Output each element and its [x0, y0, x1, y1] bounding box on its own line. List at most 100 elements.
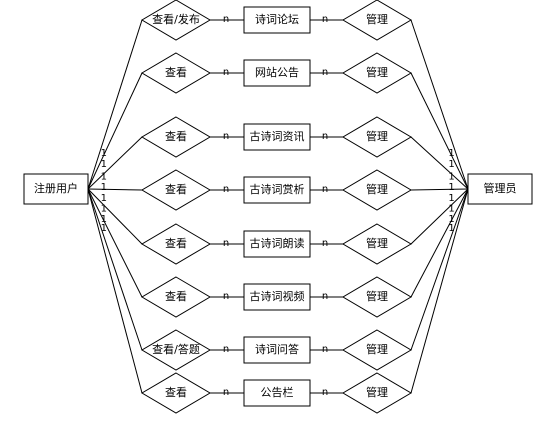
relation-user-1-label: 查看/发布	[152, 12, 200, 26]
edge-user-to-relation-5	[87, 188, 143, 245]
card-user-2: 1	[101, 159, 107, 170]
entity-2-shape	[243, 59, 311, 87]
card-user-7: 1	[101, 214, 107, 225]
edge-manage-to-admin-4	[410, 188, 469, 191]
relation-manage-6: 管理	[342, 276, 412, 318]
card-relation-n-2: n	[223, 67, 229, 78]
card-manage-n-4: n	[322, 184, 328, 195]
card-manage-n-3: n	[322, 131, 328, 142]
relation-manage-3: 管理	[342, 116, 412, 158]
entity-3: 古诗词资讯	[243, 123, 311, 151]
entity-5-label: 古诗词朗读	[250, 236, 305, 250]
entity-5: 古诗词朗读	[243, 230, 311, 258]
entity-5-shape	[243, 230, 311, 258]
relation-user-3-label: 查看	[165, 129, 187, 143]
card-relation-n-4: n	[223, 184, 229, 195]
relation-user-7-label: 查看/答题	[152, 342, 200, 356]
relation-manage-1: 管理	[342, 0, 412, 41]
entity-4: 古诗词赏析	[243, 176, 311, 204]
card-admin-7: 1	[448, 214, 454, 225]
relation-manage-1-label: 管理	[366, 12, 388, 26]
entity-administrator-label: 管理员	[484, 181, 517, 195]
relation-manage-8-label: 管理	[366, 385, 388, 399]
relation-manage-7-label: 管理	[366, 342, 388, 356]
entity-6-label: 古诗词视频	[250, 289, 305, 303]
relation-manage-3-label: 管理	[366, 129, 388, 143]
card-user-5: 1	[101, 193, 107, 204]
entity-7: 诗词问答	[243, 336, 311, 364]
card-admin-1: 1	[448, 148, 454, 159]
relation-manage-7-shape	[342, 329, 412, 371]
entity-3-shape	[243, 123, 311, 151]
relation-user-1-shape	[141, 0, 211, 41]
relation-user-4-shape	[141, 169, 211, 211]
relation-user-6: 查看	[141, 276, 211, 318]
card-manage-n-5: n	[322, 238, 328, 249]
edge-user-to-relation-2	[87, 72, 143, 190]
relation-user-4: 查看	[141, 169, 211, 211]
relation-user-5-label: 查看	[165, 236, 187, 250]
entity-registered-user-label: 注册用户	[34, 181, 78, 195]
relation-user-3: 查看	[141, 116, 211, 158]
entity-8: 公告栏	[243, 379, 311, 407]
edge-manage-to-admin-3	[410, 136, 469, 190]
edge-manage-to-admin-8	[410, 188, 469, 394]
edge-user-to-relation-4	[87, 188, 143, 191]
entity-1-shape	[243, 6, 311, 34]
entity-administrator: 管理员	[467, 173, 533, 205]
entity-6-shape	[243, 283, 311, 311]
card-relation-n-8: n	[223, 387, 229, 398]
entity-6: 古诗词视频	[243, 283, 311, 311]
relation-user-5-shape	[141, 223, 211, 265]
edge-manage-to-admin-6	[410, 188, 469, 298]
card-user-1: 1	[101, 148, 107, 159]
edge-user-to-relation-7	[87, 188, 143, 351]
card-user-8: 1	[101, 223, 107, 234]
relation-manage-5-shape	[342, 223, 412, 265]
card-admin-5: 1	[448, 193, 454, 204]
card-relation-n-1: n	[223, 14, 229, 25]
card-user-4: 1	[101, 182, 107, 193]
entity-1: 诗词论坛	[243, 6, 311, 34]
relation-user-6-shape	[141, 276, 211, 318]
card-admin-3: 1	[448, 172, 454, 183]
edge-manage-to-admin-5	[410, 188, 469, 245]
entity-7-label: 诗词问答	[255, 342, 299, 356]
entity-2-label: 网站公告	[255, 65, 299, 79]
entity-2: 网站公告	[243, 59, 311, 87]
card-manage-n-2: n	[322, 67, 328, 78]
card-user-6: 1	[101, 204, 107, 215]
relation-user-6-label: 查看	[165, 289, 187, 303]
relation-user-2-shape	[141, 52, 211, 94]
edge-manage-to-admin-1	[410, 19, 469, 190]
relation-user-5: 查看	[141, 223, 211, 265]
relation-user-2-label: 查看	[165, 65, 187, 79]
entity-7-shape	[243, 336, 311, 364]
edge-manage-to-admin-2	[410, 72, 469, 190]
relation-user-7: 查看/答题	[141, 329, 211, 371]
relation-manage-2-shape	[342, 52, 412, 94]
entity-4-shape	[243, 176, 311, 204]
relation-user-2: 查看	[141, 52, 211, 94]
entity-3-label: 古诗词资讯	[250, 129, 305, 143]
card-relation-n-6: n	[223, 291, 229, 302]
card-manage-n-8: n	[322, 387, 328, 398]
relation-manage-7: 管理	[342, 329, 412, 371]
relation-manage-4-shape	[342, 169, 412, 211]
relation-manage-2: 管理	[342, 52, 412, 94]
relation-user-7-shape	[141, 329, 211, 371]
entity-8-label: 公告栏	[261, 385, 294, 399]
relation-manage-8-shape	[342, 372, 412, 414]
relation-user-1: 查看/发布	[141, 0, 211, 41]
edge-manage-to-admin-7	[410, 188, 469, 351]
edge-user-to-relation-1	[87, 19, 143, 190]
card-relation-n-3: n	[223, 131, 229, 142]
card-admin-2: 1	[448, 159, 454, 170]
connector-lines	[87, 19, 469, 394]
card-manage-n-7: n	[322, 344, 328, 355]
relation-manage-1-shape	[342, 0, 412, 41]
relation-user-8-shape	[141, 372, 211, 414]
relation-manage-8: 管理	[342, 372, 412, 414]
